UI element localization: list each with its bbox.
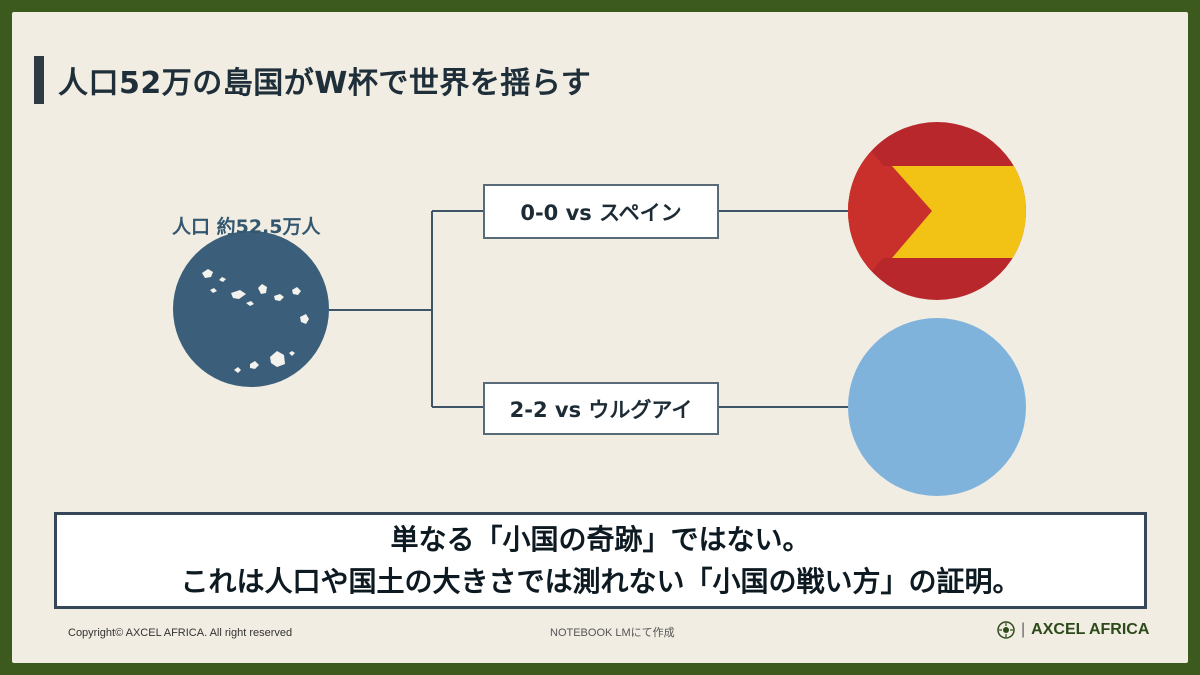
conclusion-line-2: これは人口や国土の大きさでは測れない「小国の戦い方」の証明。 [180, 564, 1021, 598]
spain-flag-icon [848, 122, 1026, 300]
population-label: 人口 約52.5万人 [172, 216, 321, 238]
brand-logo: | AXCEL AFRICA [997, 621, 1149, 639]
match-result-spain: 0-0 vs スペイン [483, 184, 719, 239]
island-map-icon [173, 231, 329, 387]
conclusion-line-1: 単なる「小国の奇跡」ではない。 [390, 522, 811, 556]
conclusion-box: 単なる「小国の奇跡」ではない。 これは人口や国土の大きさでは測れない「小国の戦い… [54, 512, 1147, 609]
match-result-uruguay: 2-2 vs ウルグアイ [483, 382, 719, 435]
uruguay-flag-icon [848, 318, 1026, 496]
brand-name: AXCEL AFRICA [1031, 621, 1150, 638]
bracket-diagram [173, 122, 1026, 496]
brand-emblem-icon [997, 621, 1015, 639]
copyright-text: Copyright© AXCEL AFRICA. All right reser… [68, 627, 293, 639]
title-accent-bar [34, 56, 44, 104]
bracket-connectors [328, 210, 848, 408]
page-title: 人口52万の島国がW杯で世界を揺らす [58, 66, 592, 101]
slide: 人口52万の島国がW杯で世界を揺らす [12, 12, 1188, 663]
brand-separator: | [1021, 621, 1026, 638]
created-with-text: NOTEBOOK LMにて作成 [550, 627, 675, 639]
